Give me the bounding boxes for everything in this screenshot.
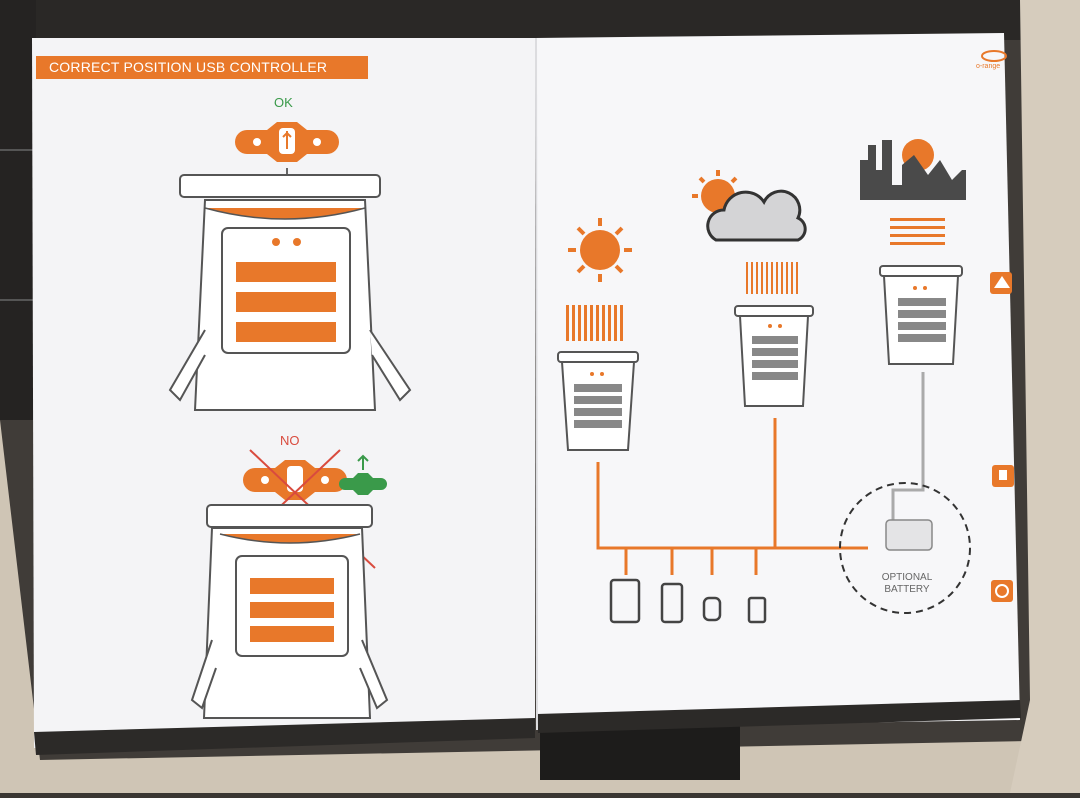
usb-controller-ok [235,122,339,162]
city-icon [860,139,966,200]
fabric-bottom [0,420,1080,793]
top-dark-edge [0,0,1080,40]
usb-controller-green [339,454,387,495]
fabric-right [1010,0,1080,793]
solar-panel-left [0,0,36,420]
plug-icon [992,465,1014,487]
bag-3 [879,265,963,365]
watch-icon [702,596,722,622]
cloud-icon [692,170,807,242]
backpack-top [168,174,412,411]
brand-logo-mark [981,50,1007,62]
grey-cable [891,372,925,520]
phone-icon [660,582,684,624]
backpack-bottom [190,504,389,719]
speaker-icon [747,596,767,624]
battery-line1: OPTIONAL [881,572,933,583]
optional-battery-label: OPTIONAL BATTERY [870,572,944,596]
no-label: NO [280,433,300,448]
power-icon [991,580,1013,602]
devices [609,578,767,624]
ray-bars-1 [566,305,623,341]
cables [596,418,868,575]
ray-bars-3 [890,218,945,245]
bag-2 [734,305,814,407]
sun-icon [568,218,632,282]
banner-title: CORRECT POSITION USB CONTROLLER [36,56,368,79]
solar-icon [990,272,1012,294]
ray-bars-2 [746,262,798,294]
ok-label: OK [274,95,293,110]
bag-1 [557,351,639,451]
brand-logo-text: o-range [976,63,1001,70]
right-page-bottom-band [537,700,1021,733]
battery-circle [839,482,971,614]
left-page-bottom-band [34,718,535,755]
battery-pack [885,519,933,551]
tablet-icon [609,578,641,624]
page-fold [535,37,538,731]
battery-line2: BATTERY [884,584,930,595]
